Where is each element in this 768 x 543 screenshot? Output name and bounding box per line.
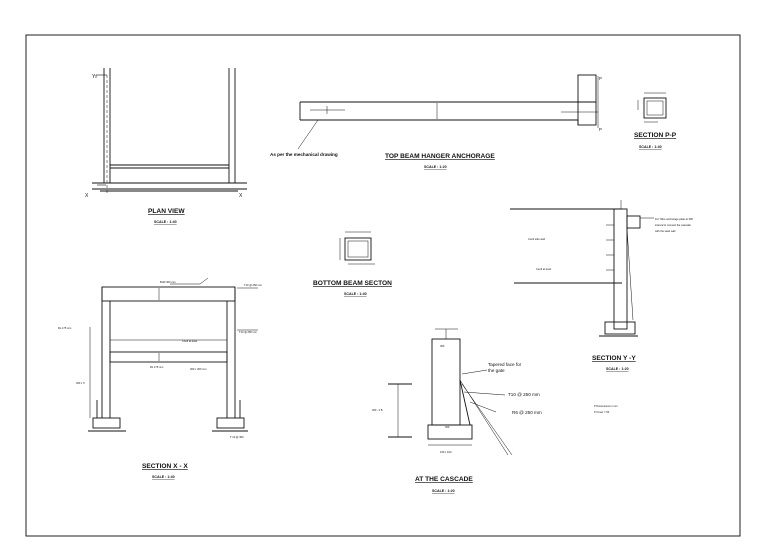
top-beam-cut-p-top: P [599,76,602,81]
section-yy-scale: SCALE : 1:20 [606,367,629,371]
bottom-beam-section: BOTTOM BEAM SECTON SCALE : 1:40 [313,231,392,296]
top-beam-anchorage: P P As per the mechanical drawing TOP BE… [270,74,602,169]
cascade-title: AT THE CASCADE [415,476,473,483]
svg-text:P Dimensions in mm: P Dimensions in mm [594,404,618,408]
svg-text:T10 @ 250 mm: T10 @ 250 mm [244,283,262,287]
plan-view: Y X X PLAN VIEW SCALE : 1:40 [85,68,247,224]
svg-text:T 10 @ 300: T 10 @ 300 [230,435,244,439]
section-xx-scale: SCALE : 1:40 [152,475,175,479]
cascade-tapered-note: Tapered face for the gate [488,362,522,373]
svg-text:300 x 5: 300 x 5 [76,381,85,385]
bottom-beam-scale: SCALE : 1:40 [344,292,367,296]
sheet-border [25,34,741,537]
plan-view-scale: SCALE : 1:40 [154,220,177,224]
svg-text:Cond side wall: Cond side wall [528,237,545,241]
bottom-beam-title: BOTTOM BEAM SECTON [313,280,392,287]
svg-text:with the steel wall: with the steel wall [655,229,676,233]
svg-text:300 x 300 mm: 300 x 300 mm [190,367,206,371]
plan-view-title: PLAN VIEW [148,208,185,215]
svg-text:BUR 300 mm: BUR 300 mm [160,280,176,284]
svg-text:150 x 100: 150 x 100 [440,450,452,454]
section-pp-scale: SCALE : 1:40 [639,145,662,149]
section-p-p: SECTION P-P SCALE : 1:40 [634,92,677,149]
svg-text:300: 300 [445,425,450,429]
svg-text:300 - 2 B: 300 - 2 B [372,408,383,412]
plan-cut-y-label: Y [92,74,96,80]
svg-text:T10 @ 250 mm: T10 @ 250 mm [239,330,257,334]
plan-cut-x-label-right: X [239,193,243,199]
top-beam-scale: SCALE : 1:20 [424,165,447,169]
svg-text:RL 175 mm: RL 175 mm [58,326,71,330]
svg-text:Cond at level: Cond at level [182,339,198,343]
cascade-rebar-t10: T10 @ 250 mm [508,392,540,397]
top-beam-cut-p-bottom: P [599,127,602,132]
top-beam-title: TOP BEAM HANGER ANCHORAGE [385,153,495,160]
svg-text:FLY Wire anchorage plate at 30: FLY Wire anchorage plate at 300 [655,217,693,221]
svg-text:300: 300 [440,344,445,348]
cascade-rebar-r6: R6 @ 250 mm [512,410,542,415]
section-x-x: BUR 300 mm T10 @ 250 mm T10 @ 250 mm RL … [58,277,262,479]
at-the-cascade: 300 300 - 2 B 300 150 x 100 Tapered face… [372,328,542,493]
svg-text:Cond at level: Cond at level [536,267,552,271]
section-pp-title: SECTION P-P [634,132,677,139]
top-beam-mechanical-note: As per the mechanical drawing [270,152,338,157]
svg-text:interval to connect the cascad: interval to connect the cascade [655,223,691,227]
cascade-scale: SCALE : 1:20 [432,489,455,493]
section-xx-title: SECTION X - X [142,463,188,470]
section-yy-title: SECTION Y -Y [592,355,636,362]
svg-text:P Cover = 50: P Cover = 50 [594,410,610,414]
plan-cut-x-label-left: X [85,193,89,199]
svg-text:RL 175 mm: RL 175 mm [150,365,163,369]
section-y-y: Cond side wall Cond at level FLY Wire an… [510,200,693,414]
